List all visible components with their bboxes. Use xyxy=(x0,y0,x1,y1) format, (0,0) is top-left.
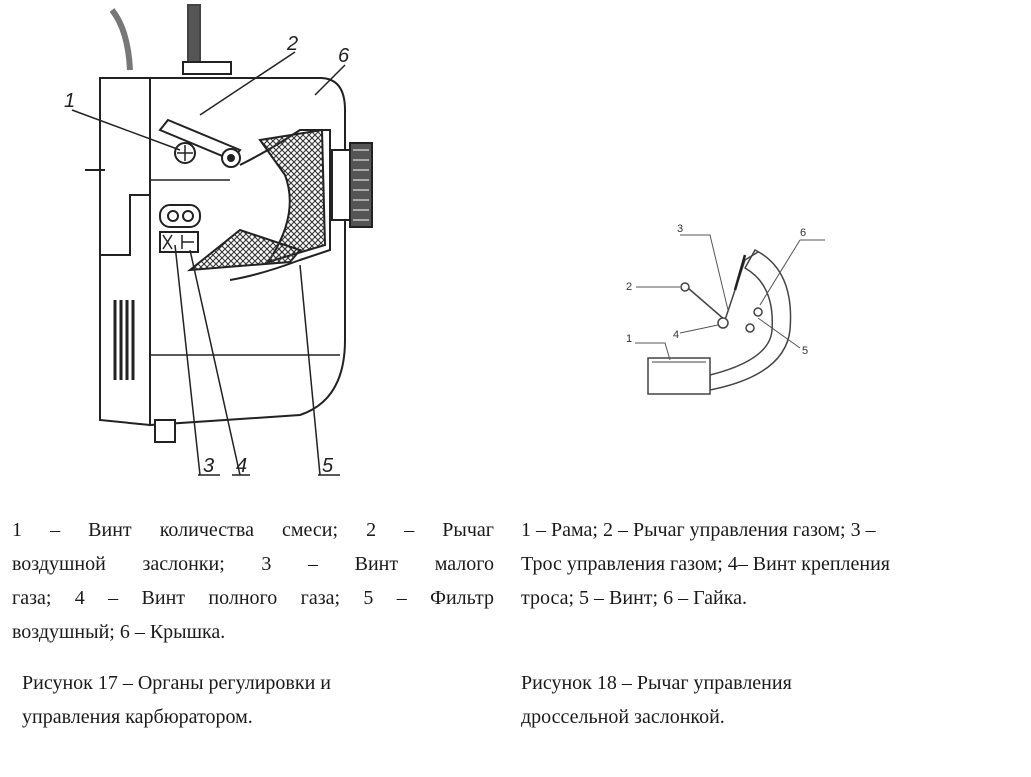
legend-18-line-2: Трос управления газом; 4– Винт крепления xyxy=(521,553,890,575)
callout-18-2: 2 xyxy=(626,281,632,293)
bottom-bolt xyxy=(154,419,176,443)
figure-18-throttle-lever-drawing: 3 6 2 4 5 1 xyxy=(626,223,825,395)
caption-18-line-2: дроссельной заслонкой. xyxy=(521,706,725,728)
callout-17-4: 4 xyxy=(236,455,247,477)
callout-18-4: 4 xyxy=(673,329,679,341)
legend-18-line-1: 1 – Рама; 2 – Рычаг управления газом; 3 … xyxy=(521,519,876,541)
figure-17-carburetor-drawing: 1 2 6 3 4 5 xyxy=(64,4,373,477)
caption-18-line-1: Рисунок 18 – Рычаг управления xyxy=(521,672,792,694)
figure-17-caption: Рисунок 17 – Органы регулировки и управл… xyxy=(22,666,492,734)
callout-17-1: 1 xyxy=(64,90,75,112)
legend-17-line-3: газа; 4 – Винт полного газа; 5 – Фильтр xyxy=(12,587,494,609)
callout-18-6: 6 xyxy=(800,227,806,239)
callout-18-1: 1 xyxy=(626,333,632,345)
callout-17-5: 5 xyxy=(322,455,334,477)
callout-18-5: 5 xyxy=(802,345,808,357)
figure-18-caption: Рисунок 18 – Рычаг управления дроссельно… xyxy=(521,666,991,734)
legend-17-line-1: 1 – Винт количества смеси; 2 – Рычаг xyxy=(12,519,494,541)
caption-17-line-2: управления карбюратором. xyxy=(22,706,253,728)
leader-lines-18 xyxy=(635,234,825,361)
leader-lines xyxy=(71,51,346,476)
legend-17-line-2: воздушной заслонки; 3 – Винт малого xyxy=(12,553,494,575)
throttle-lever-assembly xyxy=(647,249,792,395)
callout-17-3: 3 xyxy=(203,455,214,477)
adjust-knob xyxy=(331,142,373,228)
figure-17-legend: 1 – Винт количества смеси; 2 – Рычаг воз… xyxy=(12,513,494,649)
callout-17-6: 6 xyxy=(338,45,350,67)
legend-17-line-4: воздушный; 6 – Крышка. xyxy=(12,621,226,643)
caption-17-line-1: Рисунок 17 – Органы регулировки и xyxy=(22,672,331,694)
figure-18-legend: 1 – Рама; 2 – Рычаг управления газом; 3 … xyxy=(521,513,1021,615)
lower-filter-mesh xyxy=(186,228,302,272)
callout-18-3: 3 xyxy=(677,223,683,235)
callout-17-2: 2 xyxy=(286,33,298,55)
legend-18-line-3: троса; 5 – Винт; 6 – Гайка. xyxy=(521,587,748,609)
